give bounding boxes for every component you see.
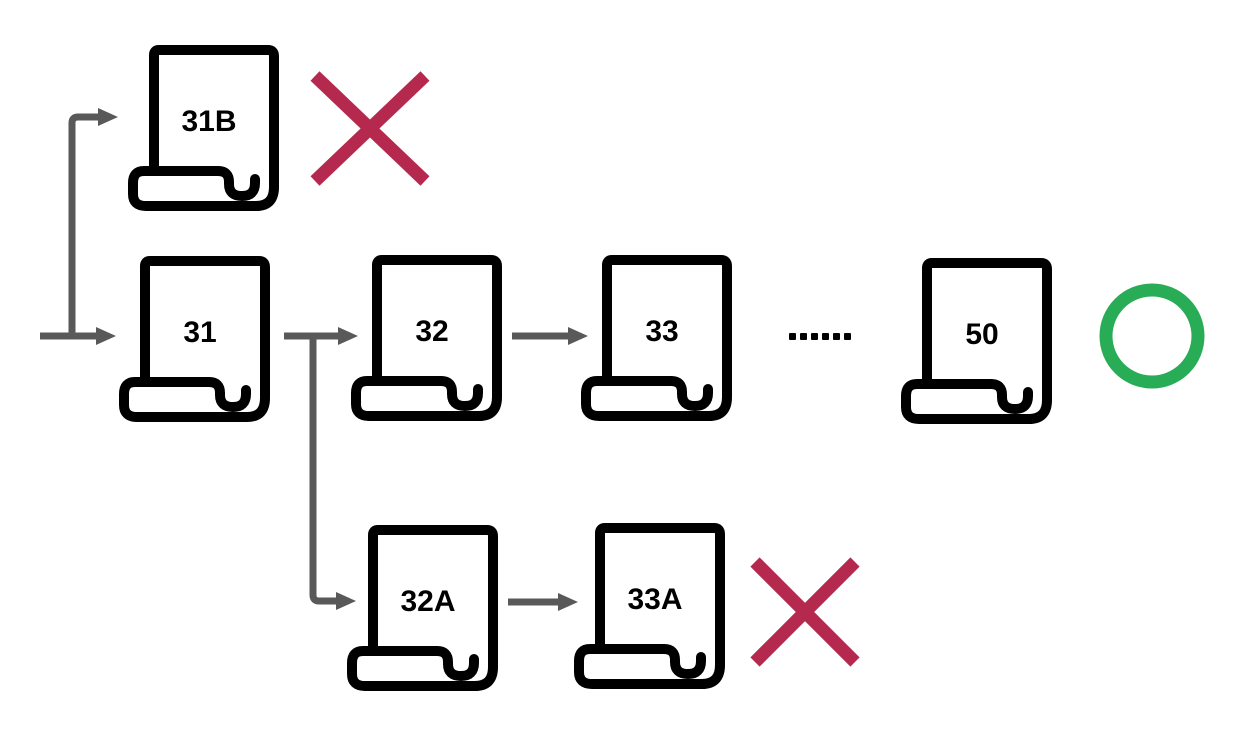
rejected-cross-icon-33a xyxy=(750,557,860,667)
arrow-32a-to-33a xyxy=(508,593,578,611)
document-node-32a: 32A xyxy=(343,520,501,696)
document-node-33: 33 xyxy=(577,250,735,426)
arrow-branch-to-31b xyxy=(68,108,118,336)
document-node-50: 50 xyxy=(897,253,1055,429)
document-node-33a: 33A xyxy=(570,518,728,694)
document-label: 33 xyxy=(645,315,679,348)
arrow-start-to-31 xyxy=(40,327,116,345)
approved-circle-icon-50 xyxy=(1099,283,1205,389)
arrow-31-to-32 xyxy=(284,327,358,345)
rejected-cross-icon-31b xyxy=(310,71,430,186)
document-node-32: 32 xyxy=(347,250,505,426)
document-label: 33A xyxy=(627,583,683,616)
document-label: 31 xyxy=(183,316,217,349)
document-node-31: 31 xyxy=(115,251,273,427)
arrow-branch-to-32a xyxy=(309,339,356,610)
document-label: 50 xyxy=(965,318,999,351)
ellipsis-dots xyxy=(789,333,851,340)
document-node-31b: 31B xyxy=(124,40,282,216)
document-label: 31B xyxy=(181,105,237,138)
arrow-32-to-33 xyxy=(512,327,588,345)
document-label: 32A xyxy=(400,585,456,618)
document-label: 32 xyxy=(415,315,449,348)
